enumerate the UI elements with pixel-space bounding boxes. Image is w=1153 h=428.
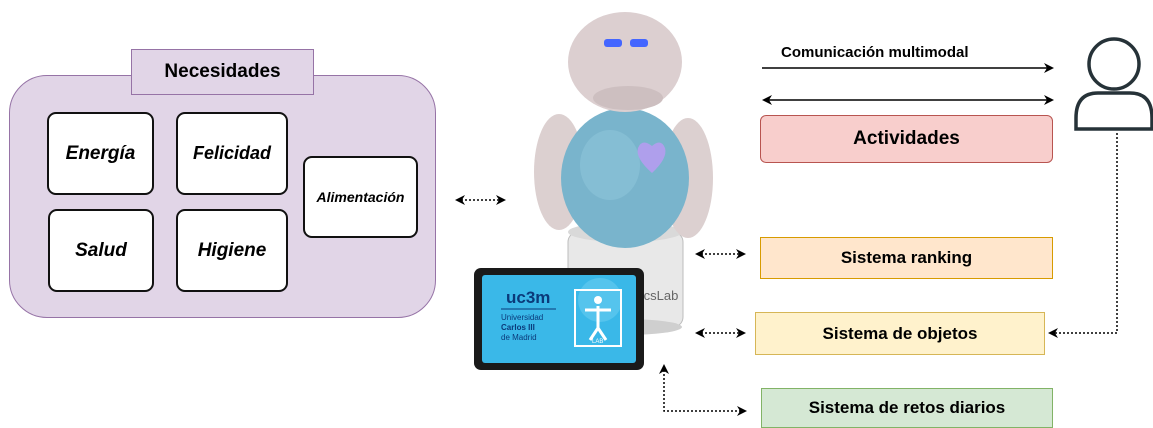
tablet-university-line1: Universidad <box>501 313 543 322</box>
user-icon <box>1074 37 1153 131</box>
robot-base-text: IcsLab <box>640 288 678 303</box>
tablet-lab-label: LAB <box>592 339 603 345</box>
retos-arrow <box>659 364 747 416</box>
user-objects-arrow <box>1048 133 1118 338</box>
activities-box: Actividades <box>760 115 1053 163</box>
tablet-brand: uc3m <box>506 288 550 307</box>
need-higiene: Higiene <box>176 209 288 292</box>
system-retos-box: Sistema de retos diarios <box>761 388 1053 428</box>
system-objects-box: Sistema de objetos <box>755 312 1045 355</box>
need-salud: Salud <box>48 209 154 292</box>
system-ranking-box: Sistema ranking <box>760 237 1053 279</box>
tablet-university-line2: Carlos III <box>501 323 535 332</box>
need-energia: Energía <box>47 112 154 195</box>
need-felicidad: Felicidad <box>176 112 288 195</box>
need-alimentacion: Alimentación <box>303 156 418 238</box>
tablet-university-line3: de Madrid <box>501 333 537 342</box>
needs-title: Necesidades <box>131 49 314 95</box>
robot-image: IcsLab <box>534 12 713 335</box>
tablet-image <box>474 268 644 370</box>
communication-label: Comunicación multimodal <box>781 44 969 61</box>
